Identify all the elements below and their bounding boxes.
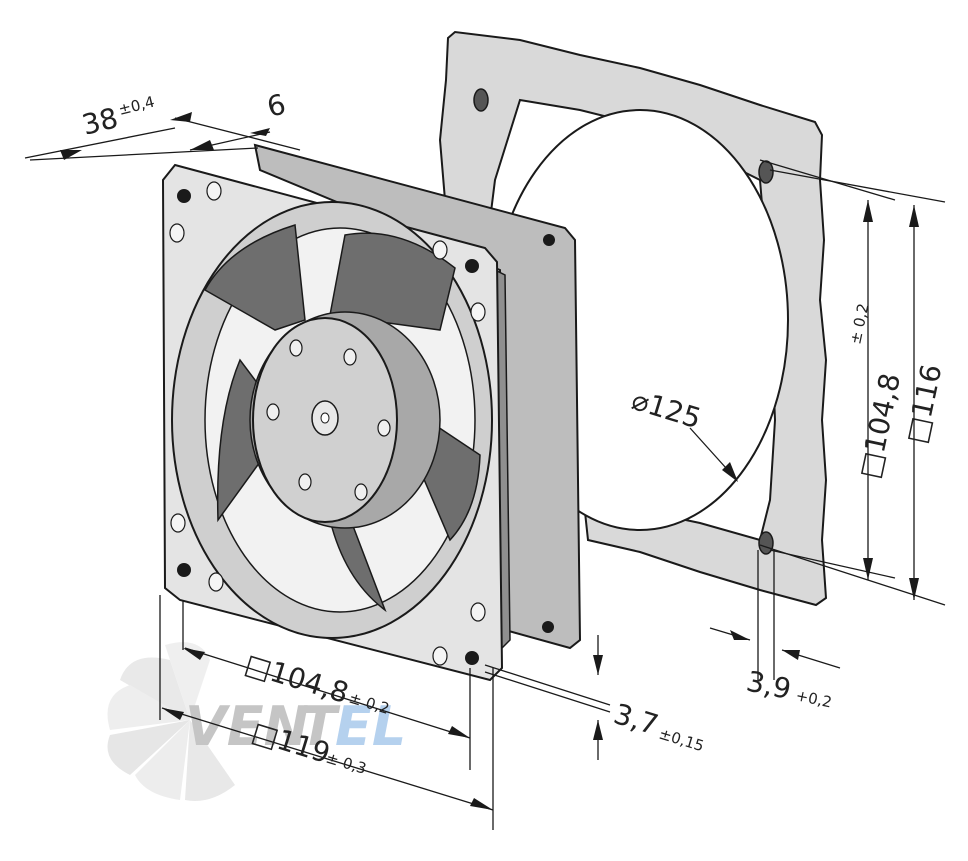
watermark-text-t: T [300,695,341,758]
dim-panel-pitch-value: □104,8 [853,370,907,481]
fan-corner-rivets [169,181,486,666]
fan-hub-axle [320,412,330,424]
dim-hole-dia-tol: ±0,15 [657,725,706,756]
dimension-arrows [60,112,919,810]
dim-depth-tol: ±0,4 [117,93,157,119]
fan-corner-holes [177,189,555,665]
fan-hub-bolts [266,339,391,501]
dim-panel-hole-value: 3,9 [744,665,794,707]
dim-flange-value: 6 [264,87,289,123]
watermark-logo: VEN T EL [107,642,406,801]
fan-blade-left [203,224,306,331]
watermark-fan-icon [107,642,235,801]
dim-panel-size-value: □116 [900,361,949,446]
panel-hole-top-left [473,88,489,112]
axial-fan [161,143,582,682]
dim-depth-value: 38 [79,101,122,142]
watermark-text-el: EL [335,695,406,758]
fan-blade-top [329,232,456,331]
panel-hole-top-right [758,160,774,184]
dim-hole-dia-value: 3,7 [610,697,662,742]
dim-panel-hole-tol: +0,2 [794,686,833,711]
